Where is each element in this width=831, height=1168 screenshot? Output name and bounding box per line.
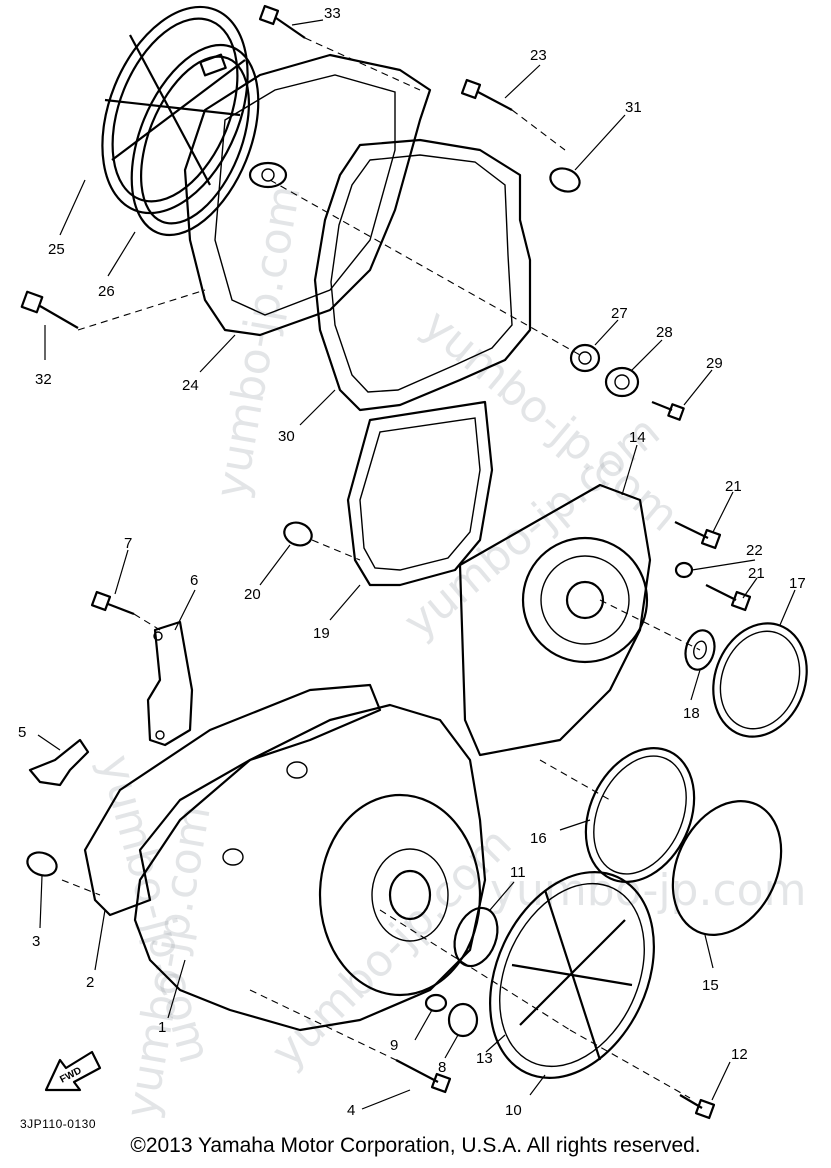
gasket-26 xyxy=(130,43,260,237)
seal-18 xyxy=(684,629,716,671)
callout-3: 3 xyxy=(32,933,40,950)
callout-1: 1 xyxy=(158,1019,166,1036)
diagram-code: 3JP110-0130 xyxy=(20,1117,96,1131)
callout-17: 17 xyxy=(789,575,806,592)
gasket-30 xyxy=(313,138,532,412)
callout-2: 2 xyxy=(86,974,94,991)
bolt-4 xyxy=(395,1059,452,1094)
gasket-2 xyxy=(83,683,382,917)
bracket-6 xyxy=(146,620,194,747)
callout-21-lower: 21 xyxy=(748,565,765,582)
bolt-29 xyxy=(651,400,685,421)
plug-8 xyxy=(447,1002,479,1038)
callout-8: 8 xyxy=(438,1059,446,1076)
bolt-33 xyxy=(258,4,306,39)
oring-22 xyxy=(674,561,694,579)
cover-14 xyxy=(458,483,652,757)
forward-arrow-icon: FWD xyxy=(44,1050,102,1092)
dowel-3 xyxy=(26,851,58,877)
bolt-21-lower xyxy=(705,584,752,612)
callout-22: 22 xyxy=(746,542,763,559)
bushing-27 xyxy=(569,343,601,373)
leader-lines xyxy=(37,19,796,1110)
bolt-23 xyxy=(460,78,513,111)
callout-5: 5 xyxy=(18,724,26,741)
callout-23: 23 xyxy=(530,47,547,64)
callout-21-upper: 21 xyxy=(725,478,742,495)
bolt-21-upper xyxy=(674,521,722,550)
ring-17 xyxy=(712,622,808,738)
forward-arrow-label: FWD xyxy=(58,1065,83,1085)
callout-16: 16 xyxy=(530,830,547,847)
oring-9 xyxy=(424,993,448,1013)
callout-15: 15 xyxy=(702,977,719,994)
callout-12: 12 xyxy=(731,1046,748,1063)
callout-10: 10 xyxy=(505,1102,522,1119)
callout-20: 20 xyxy=(244,586,261,603)
plug-31 xyxy=(549,167,581,193)
callout-25: 25 xyxy=(48,241,65,258)
callout-33: 33 xyxy=(324,5,341,22)
oring-11 xyxy=(453,906,499,968)
bolt-32 xyxy=(20,290,79,329)
bolt-7 xyxy=(90,590,135,616)
callout-14: 14 xyxy=(629,429,646,446)
watermark-1: yumbo-jp.com xyxy=(206,181,311,502)
callout-19: 19 xyxy=(313,625,330,642)
dowel-20 xyxy=(283,521,313,547)
copyright-notice: ©2013 Yamaha Motor Corporation, U.S.A. A… xyxy=(130,1134,701,1157)
callout-4: 4 xyxy=(347,1102,355,1119)
alignment-lines xyxy=(61,37,701,1099)
callout-11: 11 xyxy=(510,864,526,881)
cap-15 xyxy=(671,800,783,936)
callout-18: 18 xyxy=(683,705,700,722)
cover-10 xyxy=(489,871,655,1079)
callout-24: 24 xyxy=(182,377,199,394)
callout-13: 13 xyxy=(476,1050,493,1067)
cover-plate-25 xyxy=(101,5,249,215)
bolt-12 xyxy=(679,1094,716,1120)
callout-31: 31 xyxy=(625,99,642,116)
callout-28: 28 xyxy=(656,324,673,341)
callout-6: 6 xyxy=(190,572,198,589)
watermark-6: yumbo-jp.com xyxy=(490,865,806,916)
watermark-group: yumbo-jp.com yumbo-jp.com yumbo-jp.com y… xyxy=(89,181,806,1122)
callout-26: 26 xyxy=(98,283,115,300)
crankcase-cover-1 xyxy=(133,703,487,1032)
callout-9: 9 xyxy=(390,1037,398,1054)
gasket-19 xyxy=(346,400,494,587)
callout-32: 32 xyxy=(35,371,52,388)
callout-30: 30 xyxy=(278,428,295,445)
collar-28 xyxy=(604,366,640,398)
callout-7: 7 xyxy=(124,535,132,552)
bracket-5 xyxy=(28,738,90,787)
callout-27: 27 xyxy=(611,305,628,322)
gasket-16 xyxy=(584,747,696,883)
callout-29: 29 xyxy=(706,355,723,372)
callout-labels: 33 23 31 25 26 32 24 30 27 28 29 14 21 2… xyxy=(18,5,806,1119)
